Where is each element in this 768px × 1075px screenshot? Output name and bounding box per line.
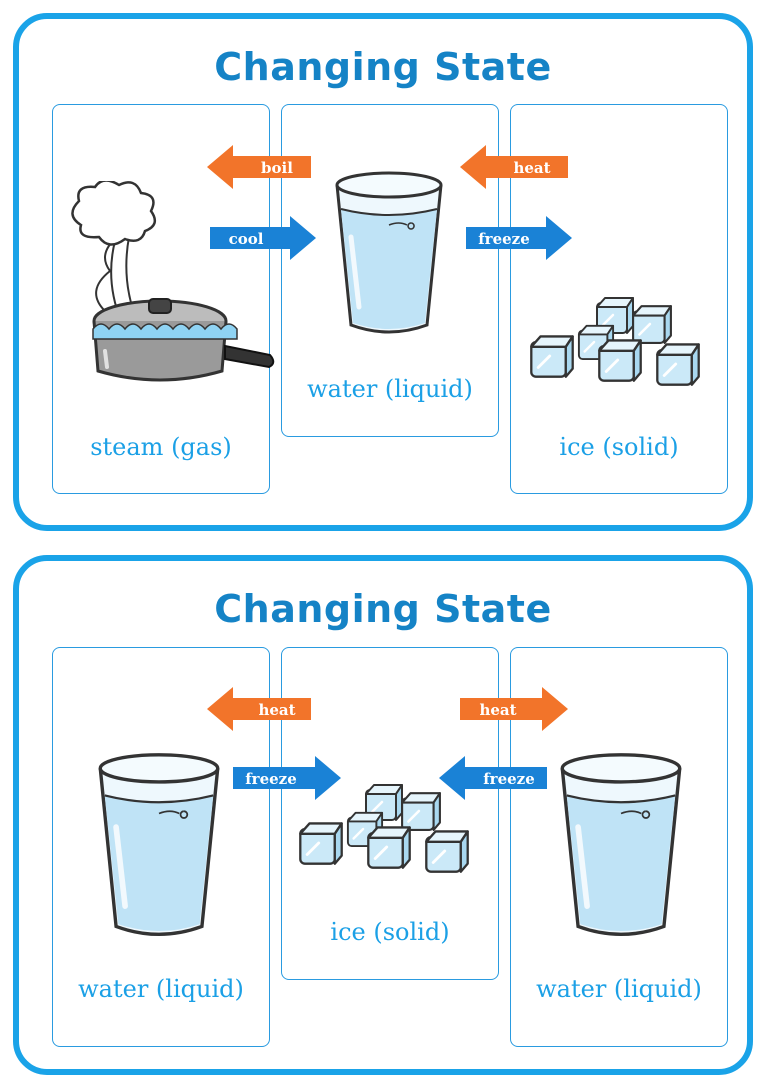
card-title: Changing State <box>214 45 552 89</box>
freeze-arrow-left: freeze <box>439 756 547 800</box>
arrow-label: heat <box>479 701 516 719</box>
panel-label: water (liquid) <box>78 975 244 1003</box>
arrow-label: freeze <box>478 230 530 248</box>
card-title: Changing State <box>214 587 552 631</box>
panel-label: ice (solid) <box>559 433 679 461</box>
glass-of-water-icon <box>329 167 449 337</box>
arrow-label: boil <box>261 159 293 177</box>
heat-arrow-left: heat <box>207 687 311 731</box>
freeze-arrow-right: freeze <box>233 756 341 800</box>
arrow-label: heat <box>513 159 550 177</box>
arrow-label: freeze <box>245 770 297 788</box>
heat-arrow-right: heat <box>460 687 568 731</box>
steaming-pot-icon <box>65 181 275 391</box>
glass-of-water-icon <box>91 748 227 940</box>
top-card: Changing State steam (gas) water (liquid… <box>13 13 753 531</box>
heat-arrow: heat <box>460 145 568 189</box>
ice-cubes-icon <box>527 295 707 395</box>
cool-arrow: cool <box>210 216 316 260</box>
freeze-arrow: freeze <box>466 216 572 260</box>
panel-label: ice (solid) <box>330 918 450 946</box>
arrow-label: heat <box>258 701 295 719</box>
bottom-card: Changing State water (liquid) ice (solid… <box>13 555 753 1075</box>
glass-of-water-icon <box>553 748 689 940</box>
panel-label: water (liquid) <box>536 975 702 1003</box>
boil-arrow: boil <box>207 145 311 189</box>
panel-label: steam (gas) <box>90 433 232 461</box>
arrow-label: cool <box>229 230 264 248</box>
arrow-label: freeze <box>483 770 535 788</box>
panel-water: water (liquid) <box>281 104 499 437</box>
panel-label: water (liquid) <box>307 375 473 403</box>
